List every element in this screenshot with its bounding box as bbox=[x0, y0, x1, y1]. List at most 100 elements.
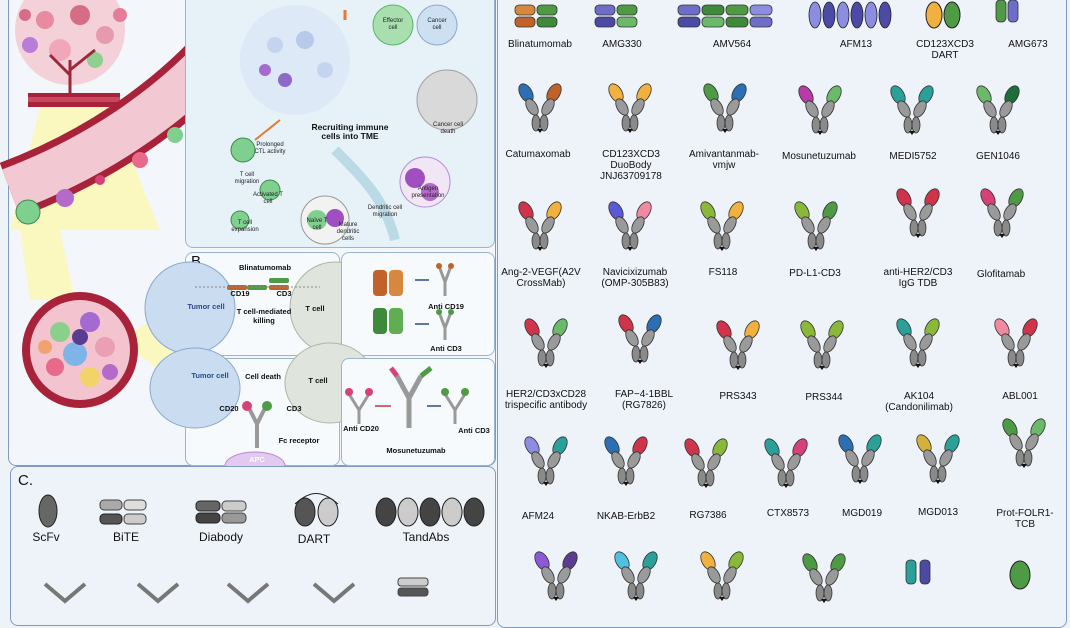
drug-label: AFM13 bbox=[839, 39, 873, 50]
anti-cd20-label: Anti CD20 bbox=[343, 424, 379, 433]
antibody-icon bbox=[518, 201, 562, 251]
panel-drug-catalog bbox=[497, 0, 1067, 628]
drug-icons bbox=[514, 0, 1046, 603]
format-icons-illustration bbox=[38, 493, 485, 604]
drug-label: PD-L1-CD3 bbox=[789, 268, 841, 279]
fusion-domain bbox=[1009, 560, 1031, 590]
tandab-domain bbox=[836, 1, 850, 29]
dart-domain bbox=[943, 1, 961, 29]
drug-label: Catumaxomab bbox=[505, 149, 571, 160]
t-cell-killing-label: T cell-mediated killing bbox=[236, 307, 292, 325]
drug-label: Glofitamab bbox=[976, 269, 1026, 280]
anti-cd19-label: Anti CD19 bbox=[428, 302, 464, 311]
antibody-icon bbox=[524, 436, 568, 486]
drug-label: CD123XCD3 DART bbox=[916, 39, 974, 61]
drug-label: MGD013 bbox=[917, 507, 958, 518]
scfv-domain bbox=[594, 16, 616, 28]
blinatumomab-mech-label: Blinatumomab bbox=[238, 263, 292, 272]
scfv-domain bbox=[594, 4, 616, 16]
drug-label: PRS343 bbox=[719, 391, 757, 402]
scfv-domain bbox=[701, 4, 725, 16]
tandab-domain bbox=[878, 1, 892, 29]
dendritic-migration-label: Dendritic cell migration bbox=[367, 205, 403, 218]
t-cell-migration-label: T cell migration bbox=[234, 172, 260, 185]
drug-label: CD123XCD3 DuoBody JNJ63709178 bbox=[600, 149, 662, 182]
drug-label: HER2/CD3xCD28 trispecific antibody bbox=[504, 389, 588, 411]
drug-label: MEDI5752 bbox=[889, 151, 937, 162]
tandab-domain bbox=[808, 1, 822, 29]
mature-dendritic-label: Mature dendritic cells bbox=[336, 222, 360, 242]
drug-label: AMV564 bbox=[712, 39, 752, 50]
antibody-icon bbox=[800, 320, 844, 370]
drug-label: MGD019 bbox=[841, 508, 882, 519]
antibody-icon bbox=[684, 438, 728, 488]
scfv-domain bbox=[616, 4, 638, 16]
mechanism-antibody-panel-2 bbox=[341, 358, 495, 466]
drug-label: PRS344 bbox=[805, 392, 843, 403]
t-cell-expansion-label: T cell expansion bbox=[231, 220, 259, 233]
antibody-icon bbox=[896, 188, 940, 238]
drug-label: Navicixizumab (OMP-305B83) bbox=[601, 267, 669, 289]
scfv-domain bbox=[677, 16, 701, 28]
cell-death-label: Cell death bbox=[245, 372, 281, 381]
scfv-domain bbox=[725, 16, 749, 28]
scfv-domain bbox=[514, 16, 536, 28]
antibody-icon bbox=[976, 85, 1020, 135]
scfv-domain bbox=[536, 16, 558, 28]
scfv-domain bbox=[514, 4, 536, 16]
drug-label: AK104 (Candonilimab) bbox=[885, 391, 953, 413]
antibody-icon bbox=[890, 85, 934, 135]
tme-illustration bbox=[230, 4, 478, 245]
drug-label: Mosunetuzumab bbox=[782, 151, 856, 162]
format-dart: DART bbox=[297, 532, 331, 546]
antibody-icon bbox=[916, 434, 960, 484]
antigen-presentation-label: Antigen presentation bbox=[411, 186, 445, 199]
apc-label: APC bbox=[249, 455, 265, 464]
antibody-icon bbox=[703, 83, 747, 133]
drug-label: AFM24 bbox=[521, 511, 555, 522]
antibody-icon bbox=[798, 85, 842, 135]
drug-label: AMG330 bbox=[602, 39, 642, 50]
antibody-icon bbox=[534, 551, 578, 601]
drug-label: FS118 bbox=[708, 267, 738, 278]
t-cell-label-b3: T cell bbox=[308, 376, 328, 385]
drug-label: AMG673 bbox=[1008, 39, 1048, 50]
antibody-icon bbox=[700, 201, 744, 251]
tumor-cell-label-b3: Tumor cell bbox=[191, 371, 229, 380]
drug-label: Prot-FOLR1-TCB bbox=[996, 508, 1054, 530]
scfv-domain bbox=[725, 4, 749, 16]
mechanism-antibody-panel bbox=[341, 252, 495, 356]
cd20-label: CD20 bbox=[219, 404, 239, 413]
dart-domain bbox=[925, 1, 943, 29]
antibody-icon bbox=[524, 318, 568, 368]
antibody-icon bbox=[764, 438, 808, 488]
drug-label: NKAB-ErbB2 bbox=[596, 511, 656, 522]
antibody-icon bbox=[518, 83, 562, 133]
scfv-domain bbox=[536, 4, 558, 16]
fc-receptor-label: Fc receptor bbox=[278, 436, 320, 445]
scfv-domain bbox=[919, 559, 931, 585]
mosunetuzumab-structure-illustration bbox=[345, 366, 469, 428]
drug-label: anti-HER2/CD3 IgG TDB bbox=[883, 267, 953, 289]
antibody-icon bbox=[700, 551, 744, 601]
drug-label: Amivantanmab-vmjw bbox=[688, 149, 760, 171]
scfv-domain bbox=[677, 4, 701, 16]
drug-label: Blinatumomab bbox=[508, 39, 572, 50]
cd19-label: CD19 bbox=[230, 289, 250, 298]
antibody-icon bbox=[994, 318, 1038, 368]
antibody-icon bbox=[608, 83, 652, 133]
tandab-domain bbox=[822, 1, 836, 29]
cancer-cell-death-label: Cancer cell death bbox=[432, 122, 463, 135]
antibody-icon bbox=[802, 553, 846, 603]
scfv-domain bbox=[616, 16, 638, 28]
antibody-icon bbox=[614, 551, 658, 601]
format-bite: BiTE bbox=[112, 530, 139, 544]
tandab-domain bbox=[850, 1, 864, 29]
antibody-icon bbox=[1002, 418, 1046, 468]
scfv-domain bbox=[995, 0, 1007, 23]
cd3-label: CD3 bbox=[276, 289, 292, 298]
naive-t-cell-label: Naïve T cell bbox=[306, 218, 328, 231]
drug-label: GEN1046 bbox=[976, 151, 1020, 162]
panel-c-label: C. bbox=[18, 472, 33, 489]
cd3-label-b3: CD3 bbox=[286, 404, 302, 413]
